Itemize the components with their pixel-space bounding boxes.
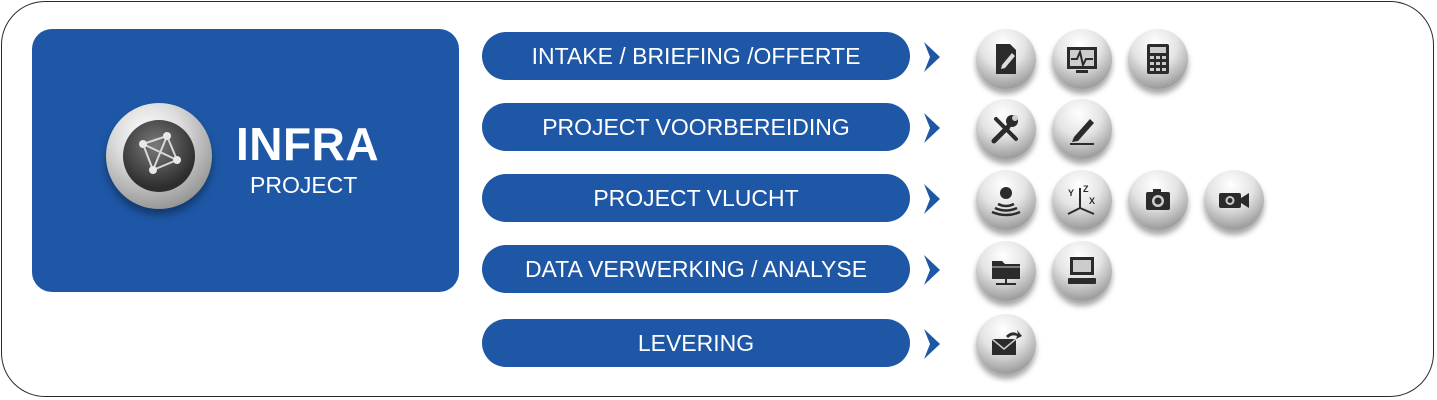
chevron-right-icon: [924, 184, 940, 214]
step-voorbereiding: PROJECT VOORBEREIDING: [482, 103, 940, 153]
infra-project-block: INFRA PROJECT: [32, 29, 459, 292]
hero-title: INFRA: [236, 118, 380, 170]
sonar-person-icon: [976, 170, 1036, 230]
camera-icon: [1128, 170, 1188, 230]
step-label: LEVERING: [482, 319, 910, 367]
calculator-icon: [1128, 29, 1188, 89]
tools-icon: [976, 99, 1036, 159]
network-folder-icon: [976, 241, 1036, 301]
step-label: PROJECT VOORBEREIDING: [482, 103, 910, 151]
monitor-waveform-icon: [1052, 29, 1112, 89]
network-globe-icon: [106, 103, 212, 209]
video-camera-icon: [1204, 170, 1264, 230]
svg-text:Z: Z: [1083, 184, 1089, 194]
step-verwerking: DATA VERWERKING / ANALYSE: [482, 245, 940, 295]
computer-icon: [1052, 241, 1112, 301]
svg-text:X: X: [1089, 196, 1095, 206]
step-label: DATA VERWERKING / ANALYSE: [482, 245, 910, 293]
send-mail-icon: [976, 314, 1036, 374]
svg-text:Y: Y: [1068, 188, 1074, 198]
hero-subtitle: PROJECT: [250, 172, 358, 198]
chevron-right-icon: [924, 113, 940, 143]
step-label: PROJECT VLUCHT: [482, 174, 910, 222]
step-label: INTAKE / BRIEFING /OFFERTE: [482, 32, 910, 80]
step-levering: LEVERING: [482, 319, 940, 369]
step-intake: INTAKE / BRIEFING /OFFERTE: [482, 32, 940, 82]
pencil-icon: [1052, 99, 1112, 159]
chevron-right-icon: [924, 255, 940, 285]
chevron-right-icon: [924, 329, 940, 359]
xyz-axes-icon: Y Z X: [1052, 170, 1112, 230]
chevron-right-icon: [924, 42, 940, 72]
document-edit-icon: [976, 29, 1036, 89]
step-vlucht: PROJECT VLUCHT: [482, 174, 940, 224]
